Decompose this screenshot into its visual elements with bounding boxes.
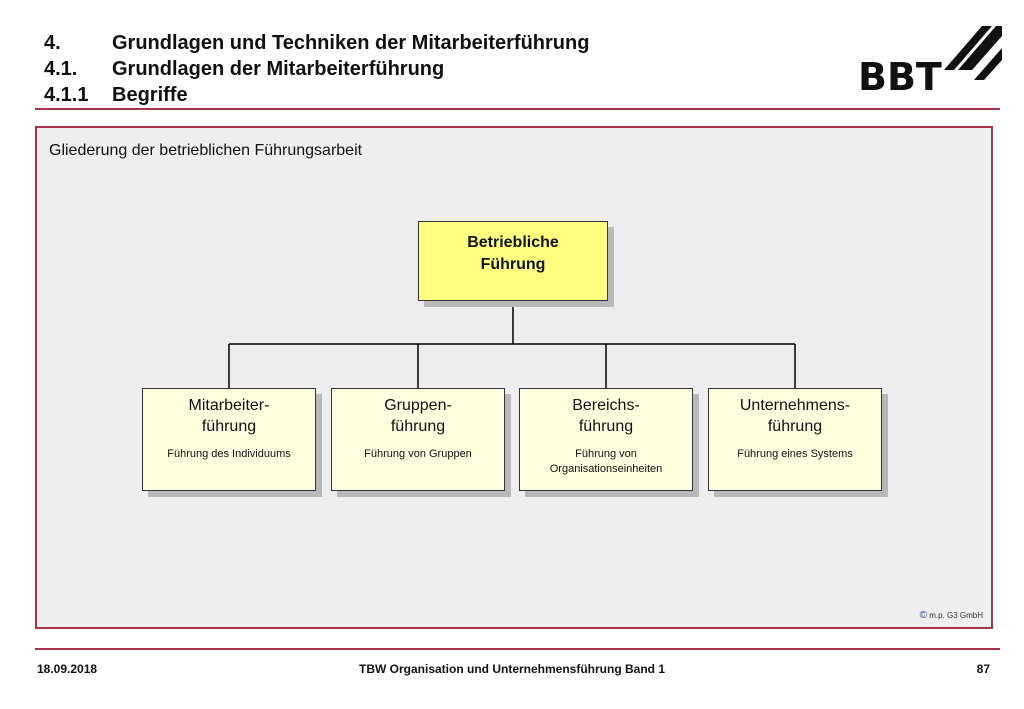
- node-title-line: Bereichs-: [572, 397, 640, 414]
- footer-rule: [35, 648, 1000, 650]
- heading-line-3: 4.1.1 Begriffe: [44, 82, 589, 108]
- node-title-line: Betriebliche: [467, 234, 559, 251]
- node-title-line: Mitarbeiter-: [188, 397, 270, 414]
- node-subtitle: Führung von Organisationseinheiten: [549, 448, 663, 475]
- heading-line-2: 4.1. Grundlagen der Mitarbeiterführung: [44, 56, 589, 82]
- node-title-line: führung: [767, 418, 823, 435]
- heading-text: Grundlagen der Mitarbeiterführung: [112, 58, 445, 80]
- node-title-line: Unternehmens-: [739, 397, 851, 414]
- footer-date: 18.09.2018: [37, 662, 98, 676]
- node-title-line: führung: [578, 418, 634, 435]
- slide-heading: 4. Grundlagen und Techniken der Mitarbei…: [44, 30, 589, 108]
- heading-text: Begriffe: [112, 84, 188, 106]
- node-mitarbeiterfuehrung: Mitarbeiter- führung Führung des Individ…: [142, 388, 316, 491]
- diagram-panel: Gliederung der betrieblichen Führungsarb…: [35, 126, 993, 629]
- copyright-note: © m.p. G3 GmbH: [920, 610, 983, 621]
- node-bereichsfuehrung: Bereichs- führung Führung von Organisati…: [519, 388, 693, 491]
- footer-title: TBW Organisation und Unternehmensführung…: [359, 662, 665, 676]
- connector-lines: [228, 301, 796, 388]
- node-title-line: führung: [390, 418, 446, 435]
- node-subtitle: Führung eines Systems: [737, 448, 853, 460]
- heading-number: 4.1.: [44, 58, 78, 80]
- node-subtitle: Führung des Individuums: [167, 448, 291, 460]
- heading-text: Grundlagen und Techniken der Mitarbeiter…: [112, 32, 590, 54]
- node-title-line: Gruppen-: [384, 397, 452, 414]
- heading-number: 4.1.1: [44, 84, 89, 106]
- header-rule: [35, 108, 1000, 110]
- footer-page-number: 87: [976, 662, 990, 676]
- logo-text: BBT: [858, 55, 942, 99]
- node-unternehmensfuehrung: Unternehmens- führung Führung eines Syst…: [708, 388, 882, 491]
- root-node: Betriebliche Führung: [418, 221, 608, 301]
- heading-number: 4.: [44, 32, 61, 54]
- bbt-logo: BBT: [858, 26, 1002, 99]
- node-subtitle: Führung von Gruppen: [364, 448, 472, 460]
- copyright-icon: ©: [919, 610, 927, 621]
- copyright-text: m.p. G3 GmbH: [929, 611, 983, 620]
- panel-title: Gliederung der betrieblichen Führungsarb…: [49, 142, 363, 159]
- heading-line-1: 4. Grundlagen und Techniken der Mitarbei…: [44, 30, 589, 56]
- node-title-line: Führung: [480, 256, 546, 273]
- node-gruppenfuehrung: Gruppen- führung Führung von Gruppen: [331, 388, 505, 491]
- node-title-line: führung: [201, 418, 257, 435]
